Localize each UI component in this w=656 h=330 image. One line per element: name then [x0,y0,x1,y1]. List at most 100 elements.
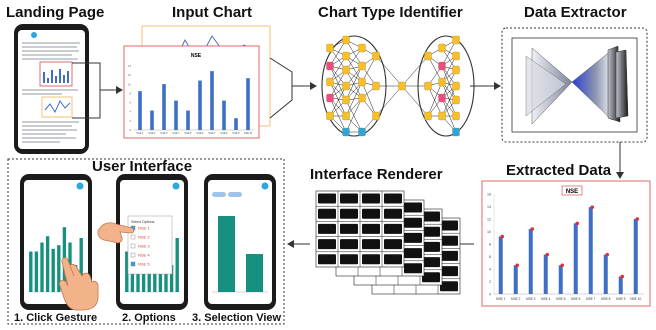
extracted-bar [543,254,548,294]
selection-chip-2[interactable] [228,192,242,197]
extracted-y-tick: 16 [487,193,491,197]
network-node [452,111,460,121]
option-item[interactable]: NSE 3 [138,244,150,249]
extracted-point [500,234,505,239]
input-bar [186,110,190,130]
option-item[interactable]: NSE 4 [138,253,150,258]
network-node [326,77,334,87]
renderer-cell [404,202,422,213]
input-y-tick: 6 [130,101,132,105]
network-node [358,93,366,103]
ui-bar[interactable] [125,251,129,293]
input-x-tick: NSE 6 [197,132,205,135]
renderer-cell [340,223,358,234]
renderer-cell [318,223,336,234]
extracted-y-tick: 10 [487,230,491,234]
extracted-y-tick: 8 [489,243,491,247]
ui-bar[interactable] [40,242,44,293]
option-checkbox[interactable] [130,234,136,240]
network-node [358,43,366,53]
network-node [452,51,460,61]
renderer-cell [384,223,402,234]
extracted-x-tick: NSE 8 [601,297,610,301]
ui-bar[interactable] [79,238,83,292]
ui-bar[interactable] [29,251,33,293]
input-x-tick: NSE 5 [185,132,193,135]
renderer-cell [318,254,336,265]
option-checkbox[interactable] [130,261,136,267]
extracted-y-tick: 4 [489,268,491,272]
extracted-x-tick: NSE 1 [496,297,505,301]
ui-bar[interactable] [169,265,174,292]
renderer-cell [340,254,358,265]
network-node [438,93,446,103]
selected-bar-nse-5 [246,254,263,292]
landing-page-label: Landing Page [6,4,105,21]
ui-bar[interactable] [57,245,61,292]
renderer-cell [440,235,458,246]
extracted-x-tick: NSE 3 [526,297,535,301]
renderer-cell [404,217,422,228]
user-interface-label: User Interface [92,158,193,175]
options-phone: Select Options NSE 1 NSE 2 NSE 3 NSE 4 NSE 5 [116,174,188,310]
input-x-tick: NSE 8 [221,132,229,135]
interface-renderer-grid [315,190,461,295]
renderer-cell [340,239,358,250]
renderer-cell [340,193,358,204]
selection-chip-1[interactable] [212,192,226,197]
renderer-cell [404,232,422,243]
network-node [358,127,366,137]
network-node [342,127,350,137]
input-bar [222,100,226,130]
extracted-data-label: Extracted Data [506,162,612,179]
extracted-x-tick: NSE 10 [630,297,641,301]
extracted-point [530,227,535,231]
renderer-cell [340,208,358,219]
renderer-cell [318,193,336,204]
network-node [342,35,350,45]
option-checkbox[interactable] [130,252,136,258]
network-node [452,81,460,91]
extracted-point [515,263,520,268]
ui-bar[interactable] [51,248,55,292]
extracted-bar [618,276,623,294]
options-popup-title: Select Options [131,220,155,224]
network-node [424,111,432,121]
option-item[interactable]: NSE 2 [138,235,150,240]
option-checkbox[interactable] [130,243,136,249]
network-node [342,65,350,75]
network-node [438,43,446,53]
network-node [342,111,350,121]
extracted-point [620,274,625,279]
renderer-cell [422,211,440,222]
network-node [326,61,334,71]
data-extractor-label: Data Extractor [524,4,627,21]
option-item[interactable]: NSE 5 [138,262,150,267]
network-node [342,81,350,91]
renderer-cell [318,208,336,219]
input-to-identifier-connector [269,57,293,119]
ui-bar[interactable] [175,238,179,292]
extracted-bar [573,223,578,294]
neural-network-graphic [321,35,475,137]
input-x-tick: NSE 3 [161,132,169,135]
renderer-cell [440,220,458,231]
extracted-point [590,205,595,209]
network-node [398,81,406,91]
data-extractor-box [501,27,648,143]
extracted-x-tick: NSE 9 [616,297,625,301]
selected-bar-nse-1 [218,216,235,292]
extracted-x-tick: NSE 4 [541,297,550,301]
network-node [438,61,446,71]
input-y-tick: 10 [128,82,131,86]
option-item[interactable]: NSE 1 [138,226,150,231]
extracted-bar [588,207,593,294]
input-chart-label: Input Chart [172,4,252,21]
ui-bar[interactable] [45,236,50,292]
ui-bar[interactable] [34,251,39,293]
input-x-tick: NSE 10 [244,132,253,135]
renderer-cell [422,257,440,268]
hand-gesture-icon [59,257,99,311]
chart-type-identifier-label: Chart Type Identifier [318,4,463,21]
input-x-tick: NSE 4 [173,132,181,135]
